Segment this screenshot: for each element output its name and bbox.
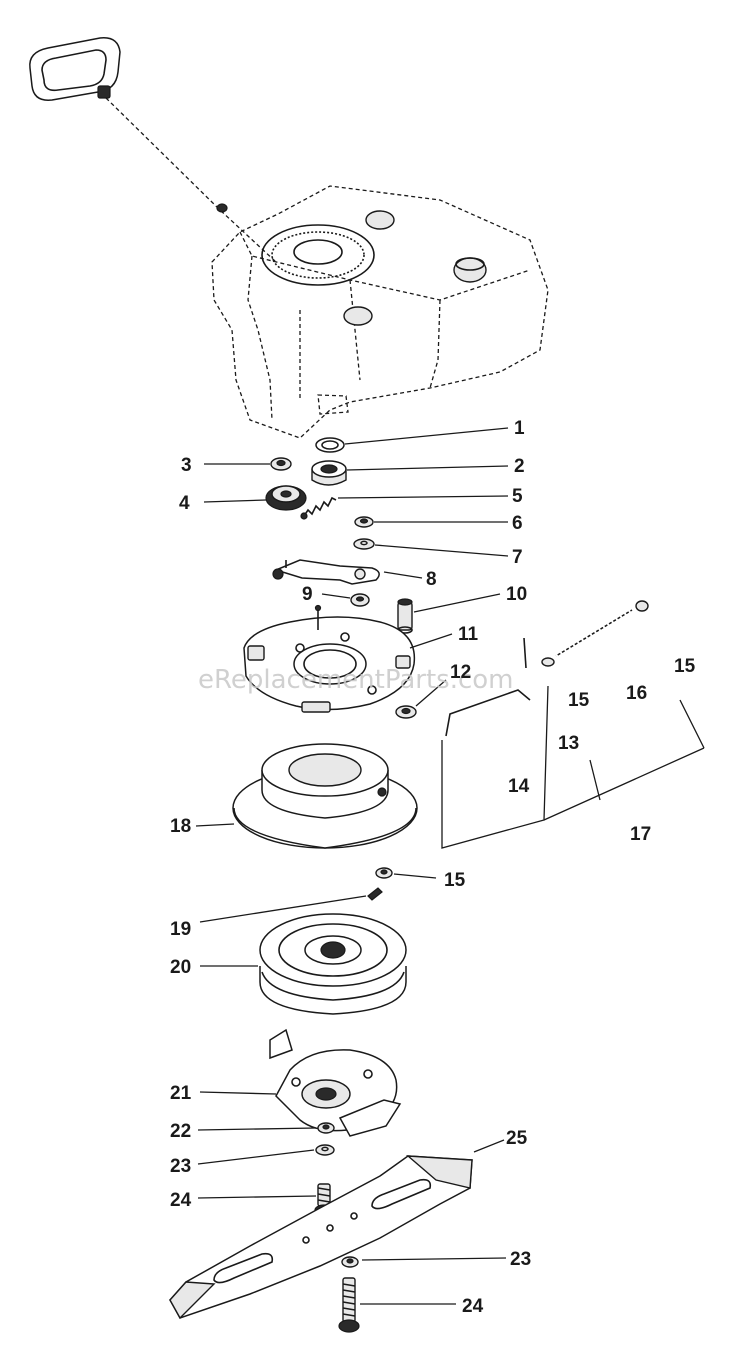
part-23-washer-upper <box>315 1144 335 1156</box>
part-1-ring <box>315 437 345 453</box>
callout-25: 25 <box>506 1128 528 1149</box>
callout-16: 16 <box>626 683 647 704</box>
part-8-idler-arm <box>272 559 380 585</box>
callout-21: 21 <box>170 1083 192 1104</box>
part-7-washer <box>353 538 375 550</box>
callout-15c: 15 <box>444 870 466 891</box>
part-4-pulley <box>265 485 307 511</box>
part-9-nut <box>350 593 370 607</box>
part-20-pulley <box>259 913 407 1015</box>
part-2-bushing <box>311 460 347 486</box>
callout-13: 13 <box>558 733 579 754</box>
part-12-nut <box>395 705 417 719</box>
callout-20: 20 <box>170 957 191 978</box>
part-21-blade-adapter <box>269 1028 402 1137</box>
callout-9: 9 <box>302 584 313 605</box>
callout-24a: 24 <box>170 1190 192 1211</box>
callout-23a: 23 <box>170 1156 191 1177</box>
callout-18: 18 <box>170 816 191 837</box>
callout-5: 5 <box>512 486 523 507</box>
starter-handle <box>29 37 121 101</box>
part-3-nut <box>270 457 292 471</box>
part-22-washer <box>317 1122 335 1134</box>
part-17-assembly <box>441 600 705 849</box>
callout-17: 17 <box>630 824 651 845</box>
callout-24b: 24 <box>462 1296 484 1317</box>
callout-19: 19 <box>170 919 191 940</box>
part-5-spring <box>300 496 337 520</box>
callout-labels: 1 2 3 4 5 6 7 8 9 10 11 12 13 14 15 15 1… <box>170 418 696 1317</box>
engine-assembly <box>29 37 549 439</box>
callout-11: 11 <box>458 624 479 645</box>
leader-lines <box>195 427 509 1305</box>
part-10-spacer <box>397 598 413 634</box>
callout-8: 8 <box>426 569 437 590</box>
callout-1: 1 <box>514 418 525 439</box>
part-11-brake-plate <box>243 604 416 713</box>
callout-7: 7 <box>512 547 523 568</box>
part-6-nut <box>354 516 374 528</box>
part-25-blade <box>169 1155 473 1320</box>
callout-3: 3 <box>181 455 192 476</box>
part-24-bolt-lower <box>338 1277 360 1333</box>
callout-14: 14 <box>508 776 530 797</box>
part-15-washer <box>375 867 393 879</box>
callout-23b: 23 <box>510 1249 531 1270</box>
callout-6: 6 <box>512 513 523 534</box>
callout-12: 12 <box>450 662 471 683</box>
part-23-washer-lower <box>341 1256 359 1268</box>
part-19-key <box>367 887 383 901</box>
watermark: eReplacementParts.com <box>198 665 514 695</box>
callout-10: 10 <box>506 584 527 605</box>
callout-15b: 15 <box>674 656 696 677</box>
callout-4: 4 <box>179 493 190 514</box>
callout-2: 2 <box>514 456 525 477</box>
callout-15a: 15 <box>568 690 590 711</box>
part-18-drum <box>232 743 418 849</box>
callout-22: 22 <box>170 1121 191 1142</box>
